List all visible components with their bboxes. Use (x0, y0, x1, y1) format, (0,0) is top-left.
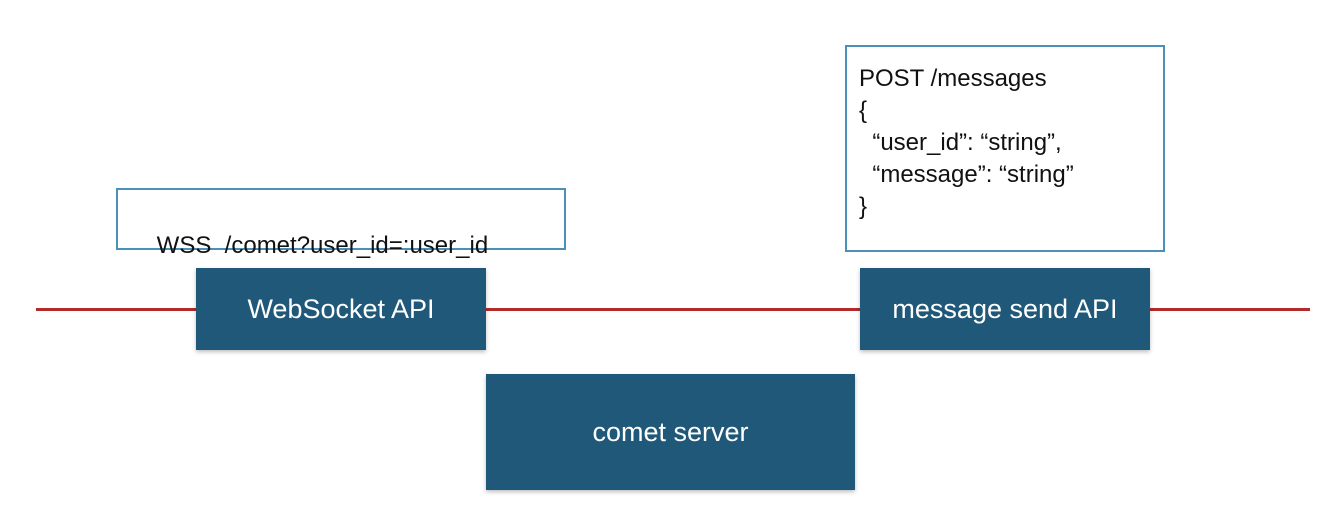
comet-server-label: comet server (592, 416, 749, 447)
message-send-api-node: message send API (860, 268, 1150, 350)
network-boundary-line (36, 308, 1310, 311)
websocket-endpoint-box: WSS /comet?user_id=:user_id (116, 188, 566, 259)
message-endpoint-box: POST /messages { “user_id”: “string”, “m… (845, 45, 1165, 252)
websocket-endpoint-text: WSS /comet?user_id=:user_id (156, 232, 489, 259)
json-field-user-id: “user_id”: “string”, (859, 129, 1062, 156)
comet-server-node: comet server (486, 374, 855, 490)
websocket-api-node: WebSocket API (196, 268, 486, 350)
json-open-brace: { (859, 97, 868, 124)
json-field-message: “message”: “string” (859, 161, 1074, 188)
websocket-api-label: WebSocket API (247, 293, 435, 324)
endpoint-request-line: POST /messages (859, 65, 1047, 92)
json-close-brace: } (859, 193, 868, 220)
message-send-api-label: message send API (892, 293, 1118, 324)
